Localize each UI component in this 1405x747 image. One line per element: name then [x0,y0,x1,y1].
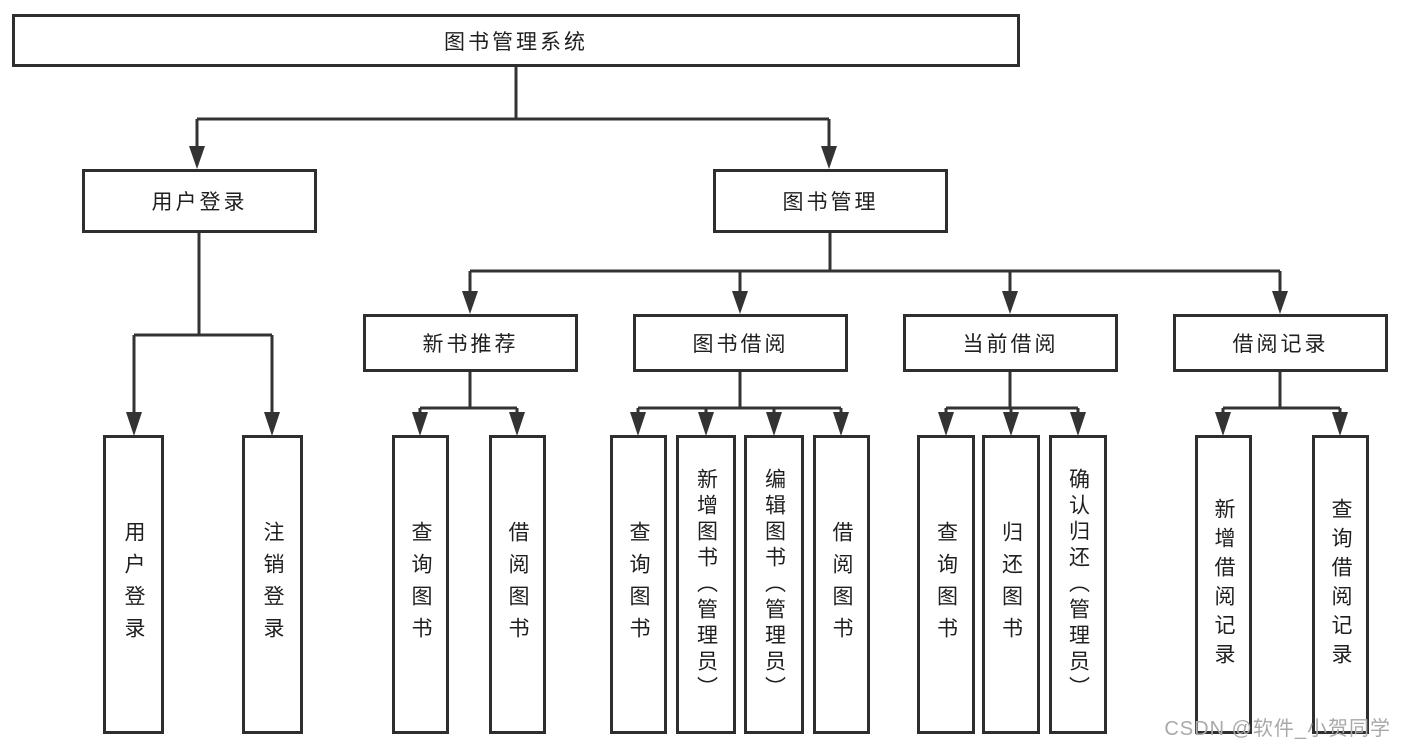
leaf-confirm-return-admin-label: 确认归还（管理员） [1066,467,1090,702]
leaf-query-books-1: 查询图书 [392,435,449,734]
leaf-query-books-1-label: 查询图书 [409,520,432,649]
node-new-book-recommend: 新书推荐 [363,314,578,372]
node-root-system: 图书管理系统 [12,14,1020,67]
leaf-edit-books-admin-label: 编辑图书（管理员） [762,467,786,702]
node-current-borrow: 当前借阅 [903,314,1118,372]
node-root-label: 图书管理系统 [444,30,588,54]
leaf-query-books-2: 查询图书 [610,435,667,734]
leaf-query-books-2-label: 查询图书 [627,520,650,649]
leaf-query-borrow-record-label: 查询借阅记录 [1329,497,1352,672]
leaf-query-books-3-label: 查询图书 [934,520,958,649]
csdn-watermark: CSDN @软件_小贺同学 [1164,718,1391,740]
leaf-borrow-books-1: 借阅图书 [489,435,546,734]
node-borrow-records: 借阅记录 [1173,314,1388,372]
leaf-edit-books-admin: 编辑图书（管理员） [744,435,804,734]
leaf-borrow-books-2-label: 借阅图书 [830,520,853,649]
node-book-management-label: 图书管理 [782,191,879,214]
arrowheads [126,146,1348,436]
leaf-borrow-books-2: 借阅图书 [813,435,870,734]
leaf-add-books-admin-label: 新增图书（管理员） [694,467,718,702]
leaf-query-borrow-record: 查询借阅记录 [1312,435,1369,734]
leaf-confirm-return-admin: 确认归还（管理员） [1049,435,1107,734]
leaf-logout-label: 注销登录 [261,520,284,649]
leaf-return-books-label: 归还图书 [999,520,1023,649]
node-new-book-recommend-label: 新书推荐 [422,333,519,356]
leaf-return-books: 归还图书 [982,435,1040,734]
node-current-borrow-label: 当前借阅 [962,333,1059,356]
leaf-add-borrow-record-label: 新增借阅记录 [1212,497,1235,672]
node-book-borrow-label: 图书借阅 [692,333,789,356]
node-book-borrow: 图书借阅 [633,314,848,372]
leaf-query-books-3: 查询图书 [917,435,975,734]
node-book-management: 图书管理 [713,169,948,233]
leaf-logout: 注销登录 [242,435,303,734]
leaf-add-books-admin: 新增图书（管理员） [676,435,736,734]
leaf-add-borrow-record: 新增借阅记录 [1195,435,1252,734]
leaf-user-login: 用户登录 [103,435,164,734]
leaf-user-login-label: 用户登录 [122,520,145,649]
node-user-login-label: 用户登录 [151,191,248,214]
node-user-login: 用户登录 [82,169,317,233]
node-borrow-records-label: 借阅记录 [1232,333,1329,356]
leaf-borrow-books-1-label: 借阅图书 [506,520,529,649]
